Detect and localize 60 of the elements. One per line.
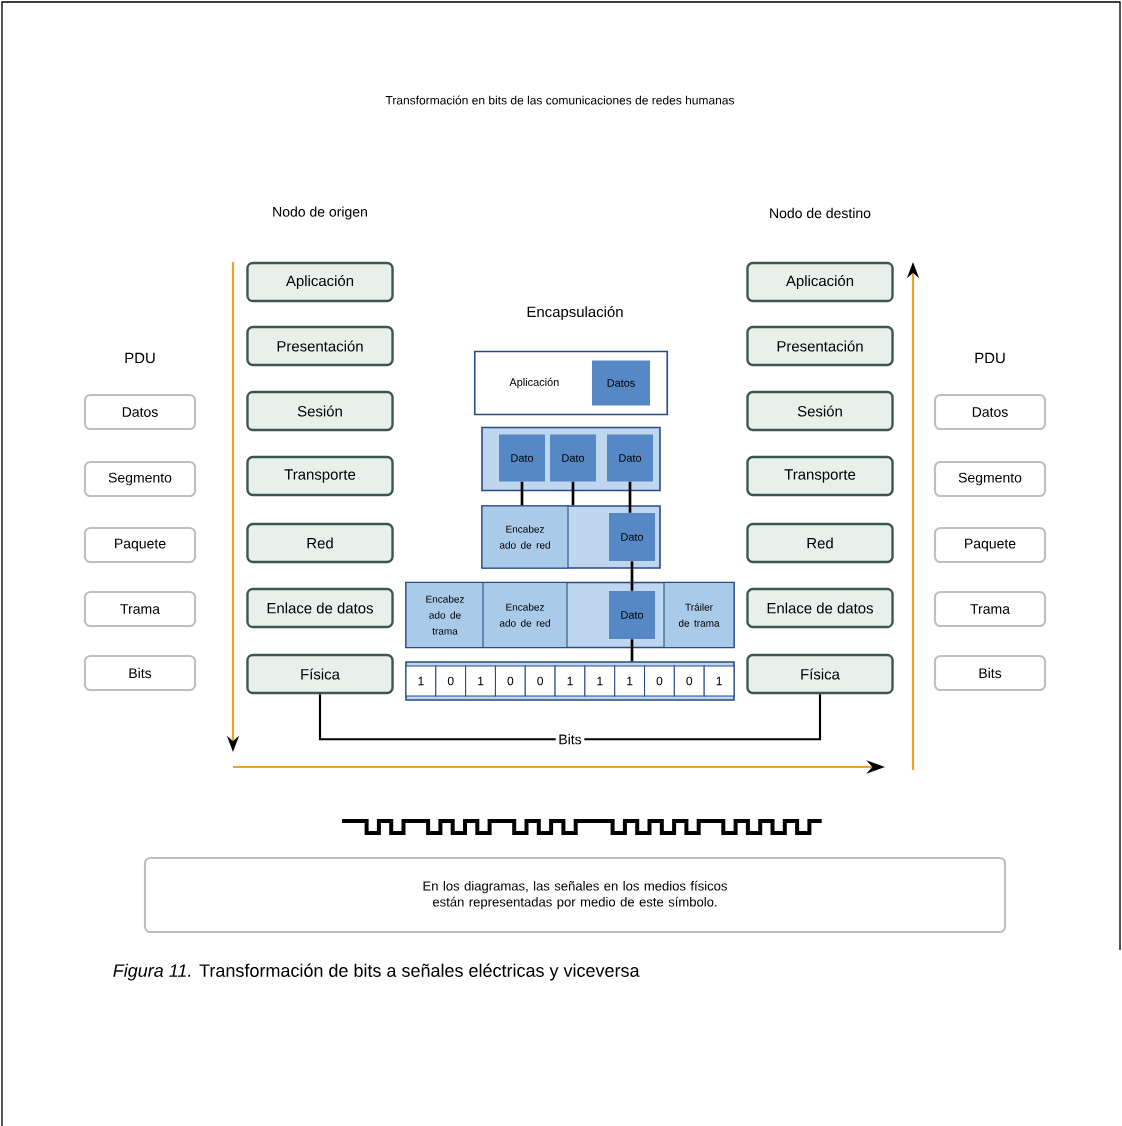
connector-line (520, 481, 524, 506)
pdu-box: Trama (933, 590, 1047, 628)
data-cell: Dato (607, 434, 653, 482)
figure-caption: Figura 11. Transformación de bits a señales eléctricas y viceversa (113, 963, 640, 981)
layer-box: Física (246, 653, 394, 695)
layer-box: Presentación (246, 325, 394, 367)
connector-line (571, 481, 575, 506)
layer-box: Aplicación (746, 261, 894, 303)
pdu-box: Bits (933, 654, 1047, 692)
bit-cell: 1 (703, 665, 735, 697)
bit-cell: 0 (644, 665, 675, 697)
bit-cell: 1 (584, 665, 616, 697)
data-cell: Dato (609, 591, 655, 639)
header-cell: Tráiler de trama (663, 581, 735, 649)
header-cell: Encabez ado de red (481, 505, 569, 569)
layer-heading: Nodo de destino (770, 207, 871, 219)
connector-line (318, 694, 822, 741)
layer-box: Transporte (746, 455, 894, 497)
note-box: En los diagramas, las señales en los medios físicos están representadas por medio de este símbolo. (143, 856, 1007, 934)
layer-box: Transporte (246, 455, 394, 497)
bit-cell: 0 (494, 665, 526, 697)
pdu-box: Segmento (933, 460, 1047, 498)
data-cell: Dato (550, 434, 596, 482)
bit-cell: 1 (405, 665, 437, 697)
pdu-box: Paquete (933, 526, 1047, 564)
bit-cell: 1 (465, 665, 497, 697)
layer-box: Presentación (746, 325, 894, 367)
encapsulation-heading: Encapsulación (527, 305, 623, 321)
bit-cell: 0 (673, 665, 705, 697)
layer-heading: Nodo de origen (273, 206, 367, 220)
pdu-heading: PDU (975, 352, 1005, 364)
layer-box: Enlace de datos (746, 587, 894, 629)
bit-cell: 0 (524, 665, 556, 697)
pdu-box: Datos (83, 393, 197, 431)
pdu-box: Bits (83, 654, 197, 692)
bit-cell: 1 (614, 665, 646, 697)
data-cell: Dato (609, 513, 655, 561)
pdu-box: Trama (83, 590, 197, 628)
bit-cell: 0 (435, 665, 467, 697)
header-cell: Encabez ado de red (482, 581, 568, 649)
header-cell: Encabez ado de trama (405, 581, 485, 649)
data-cell: Datos (592, 360, 650, 406)
bit-cell: 1 (554, 665, 586, 697)
data-cell: Dato (499, 434, 545, 482)
edge-label: Bits (555, 731, 585, 747)
connector-line (630, 561, 634, 591)
layer-box: Red (746, 522, 894, 564)
pdu-box: Segmento (83, 460, 197, 498)
pdu-box: Datos (933, 393, 1047, 431)
layer-box: Sesión (746, 390, 894, 432)
connector-line (628, 481, 632, 513)
layer-box: Enlace de datos (246, 587, 394, 629)
connector-line (630, 639, 634, 662)
layer-box: Sesión (246, 390, 394, 432)
layer-box: Red (246, 522, 394, 564)
diagram-title: Transformación en bits de las comunicaciones de redes humanas (385, 95, 735, 105)
pdu-heading: PDU (125, 352, 155, 364)
layer-box: Física (746, 653, 894, 695)
pdu-box: Paquete (83, 526, 197, 564)
layer-box: Aplicación (246, 261, 394, 303)
